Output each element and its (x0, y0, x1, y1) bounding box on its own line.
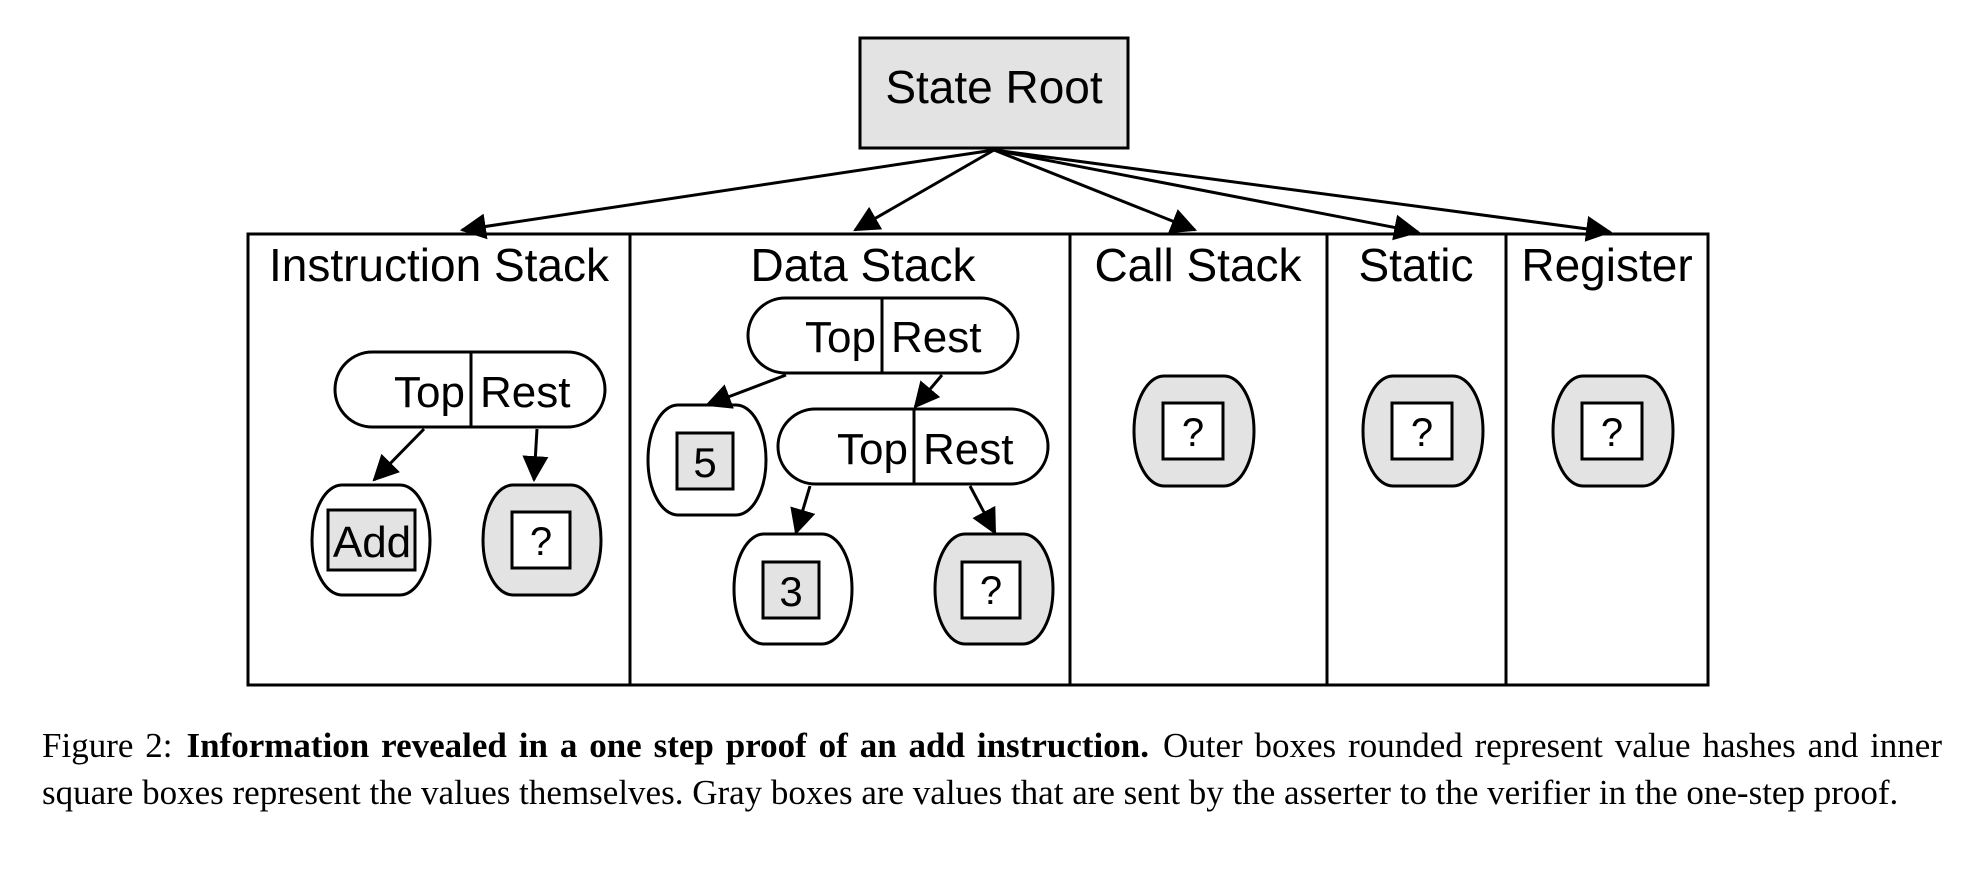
data-rest-label: Rest (891, 313, 981, 362)
edge-root-call (993, 148, 1198, 234)
data-unknown-hash-node: ? (933, 532, 1055, 646)
edge-instruction-rest-unknown (522, 428, 549, 483)
edge-data-inner-rest-unknown (968, 485, 997, 535)
edge-root-register (993, 148, 1613, 242)
data-five-label: 5 (693, 439, 716, 486)
root-edges (459, 148, 1613, 242)
edge-root-data (853, 148, 995, 232)
static-hash-node: ? (1361, 374, 1485, 488)
call-stack-value-box (1161, 401, 1225, 461)
instruction-unknown-label: ? (530, 520, 552, 564)
instruction-add-hash-node: Add (310, 483, 432, 597)
data-inner-rest-label: Rest (923, 425, 1013, 474)
figure-caption: Figure 2: Information revealed in a one s… (42, 722, 1942, 816)
instruction-unknown-value-box (510, 510, 572, 570)
edge-data-top-five (704, 373, 787, 409)
caption-prefix: Figure 2: (42, 726, 173, 765)
data-three-label: 3 (779, 568, 802, 615)
instruction-top-label: Top (394, 368, 465, 417)
data-top-rest-node: Top Rest (746, 296, 1020, 375)
state-root-node: State Root (858, 36, 1130, 150)
edge-root-instruction (459, 148, 995, 240)
register-hash-node: ? (1551, 374, 1675, 488)
instruction-rest-label: Rest (480, 368, 570, 417)
instruction-add-value-box (326, 508, 417, 572)
state-diagram: State Root Instruction Stack Data Stack … (246, 36, 1710, 687)
edge-instruction-top-add (372, 427, 426, 482)
data-unknown-value-box (960, 560, 1022, 620)
static-value-box (1390, 401, 1454, 461)
instruction-top-rest-node: Top Rest (333, 350, 607, 429)
caption-text: Outer boxes rounded represent value hash… (42, 726, 1942, 812)
caption-bold-title: Information revealed in a one step proof… (186, 726, 1149, 765)
static-unknown-label: ? (1411, 411, 1433, 455)
edge-data-rest-inner (913, 374, 944, 409)
data-stack-heading: Data Stack (751, 239, 977, 291)
call-stack-hash-node: ? (1132, 374, 1256, 488)
state-root-label: State Root (885, 61, 1103, 113)
call-stack-heading: Call Stack (1094, 239, 1302, 291)
instruction-unknown-hash-node: ? (481, 483, 603, 597)
register-heading: Register (1521, 239, 1692, 291)
edge-data-inner-top-three (790, 485, 816, 536)
data-five-hash-node: 5 (646, 403, 768, 517)
data-three-hash-node: 3 (732, 532, 854, 646)
call-stack-unknown-label: ? (1182, 411, 1204, 455)
register-value-box (1580, 401, 1644, 461)
instruction-stack-heading: Instruction Stack (269, 239, 610, 291)
data-three-value-box (761, 560, 821, 620)
data-unknown-label: ? (980, 569, 1002, 613)
stack-panel (246, 232, 1710, 687)
static-heading: Static (1358, 239, 1473, 291)
data-top-label: Top (805, 313, 876, 362)
data-inner-top-label: Top (837, 425, 908, 474)
register-unknown-label: ? (1601, 411, 1623, 455)
data-inner-top-rest-node: Top Rest (776, 407, 1050, 486)
edge-root-static (993, 148, 1421, 241)
data-five-value-box (675, 431, 735, 491)
instruction-add-label: Add (333, 518, 411, 567)
